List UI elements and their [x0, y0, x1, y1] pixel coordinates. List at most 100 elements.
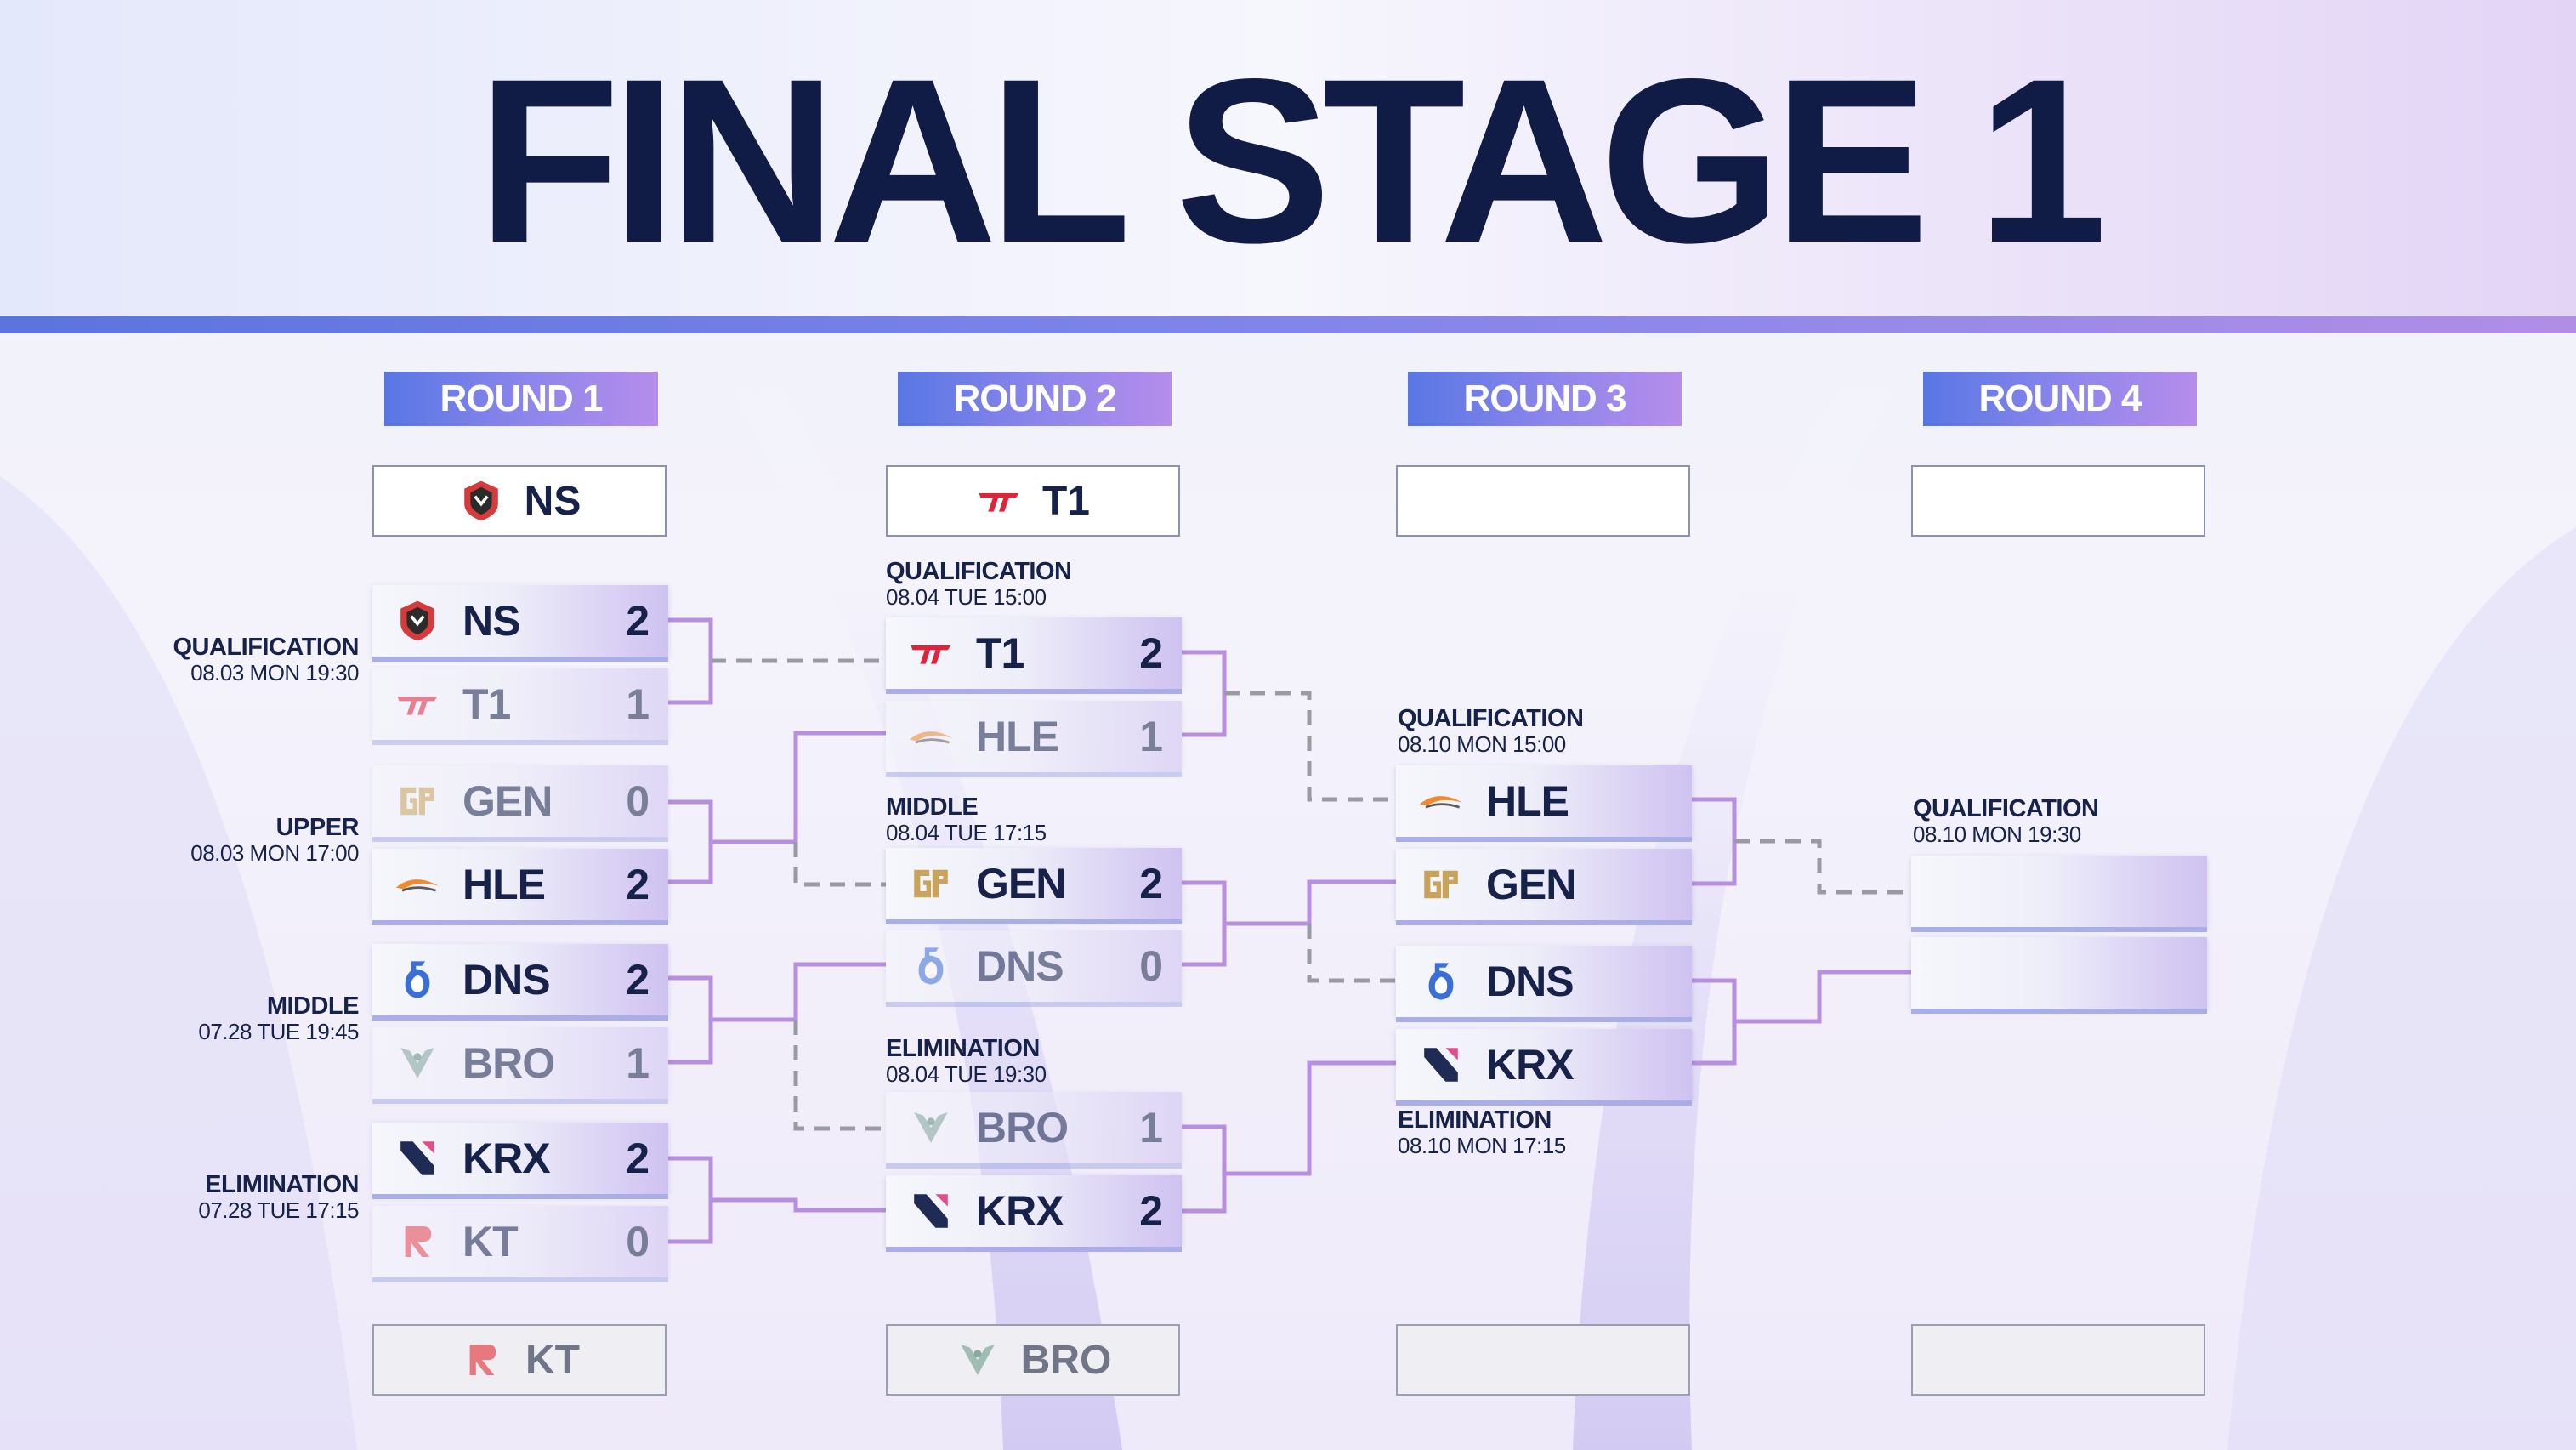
- r2-qualification-label: QUALIFICATION 08.04 TUE 15:00: [886, 558, 1072, 610]
- round-1-header: ROUND 1: [384, 372, 658, 426]
- t1-logo-icon: [979, 493, 1019, 512]
- round-2-header: ROUND 2: [898, 372, 1172, 426]
- r3-elimination-team-2[interactable]: KRX: [1396, 1029, 1692, 1100]
- round-1-bottom-team-name: KT: [525, 1337, 580, 1383]
- r2-elimination-label: ELIMINATION 08.04 TUE 19:30: [886, 1035, 1047, 1087]
- r1-middle-team-2[interactable]: BRO 1: [372, 1027, 668, 1099]
- ns-logo-icon: [400, 600, 434, 641]
- r2-qualification-team-1[interactable]: T1 2: [886, 617, 1182, 689]
- team-score: 0: [1139, 942, 1163, 990]
- gen-logo-icon: [1424, 870, 1458, 899]
- round-4-header: ROUND 4: [1923, 372, 2197, 426]
- team-score: 2: [626, 597, 650, 645]
- team-score: 2: [626, 861, 650, 908]
- team-score: 1: [1139, 713, 1163, 760]
- team-name: HLE: [976, 713, 1059, 760]
- kt-logo-icon: [405, 1226, 432, 1257]
- bro-logo-icon: [960, 1345, 995, 1375]
- round-3-header: ROUND 3: [1408, 372, 1682, 426]
- r2-qualification-team-2[interactable]: HLE 1: [886, 701, 1182, 772]
- team-name: GEN: [1486, 861, 1576, 908]
- team-score: 2: [626, 956, 650, 1004]
- team-name: BRO: [462, 1039, 555, 1087]
- r2-middle-label: MIDDLE 08.04 TUE 17:15: [886, 793, 1047, 845]
- team-score: 0: [626, 1218, 650, 1265]
- t1-logo-icon: [911, 645, 951, 664]
- r2-elimination-team-2[interactable]: KRX 2: [886, 1175, 1182, 1247]
- kt-logo-icon: [469, 1345, 496, 1375]
- r1-qualification-team-2[interactable]: T1 1: [372, 668, 668, 740]
- round-3-top-result: [1396, 465, 1690, 537]
- r1-upper-team-2[interactable]: HLE 2: [372, 849, 668, 920]
- team-score: 0: [626, 777, 650, 825]
- r1-middle-label: MIDDLE 07.28 TUE 19:45: [198, 992, 359, 1044]
- gen-logo-icon: [914, 869, 948, 898]
- round-1-top-team-name: NS: [524, 478, 582, 524]
- team-score: 1: [626, 680, 650, 728]
- team-score: 2: [1139, 629, 1163, 677]
- round-1-top-result: NS: [372, 465, 667, 537]
- team-name: T1: [976, 629, 1024, 677]
- round-3-bottom-result: [1396, 1324, 1690, 1396]
- team-name: GEN: [462, 777, 553, 825]
- r4-qualification-team-2[interactable]: [1911, 937, 2207, 1009]
- krx-logo-icon: [914, 1194, 948, 1228]
- r1-upper-label: UPPER 08.03 MON 17:00: [190, 814, 359, 866]
- team-score: 1: [1139, 1104, 1163, 1151]
- r3-qualification-team-1[interactable]: HLE: [1396, 765, 1692, 837]
- team-score: 2: [1139, 1187, 1163, 1235]
- round-2-top-team-name: T1: [1041, 478, 1090, 524]
- r1-qualification-team-1[interactable]: NS 2: [372, 585, 668, 657]
- team-score: 2: [1139, 860, 1163, 907]
- team-name: DNS: [976, 942, 1064, 990]
- bro-logo-icon: [400, 1048, 434, 1078]
- team-name: DNS: [1486, 958, 1575, 1005]
- round-1-bottom-result: KT: [372, 1324, 667, 1396]
- r2-middle-team-1[interactable]: GEN 2: [886, 848, 1182, 919]
- team-score: 2: [626, 1134, 650, 1182]
- round-2-top-result: T1: [886, 465, 1180, 537]
- dns-logo-icon: [1428, 963, 1454, 1000]
- gen-logo-icon: [400, 787, 434, 816]
- team-score: 1: [626, 1039, 650, 1087]
- round-4-top-result: [1911, 465, 2205, 537]
- r3-qualification-team-2[interactable]: GEN: [1396, 849, 1692, 920]
- round-2-bottom-result: BRO: [886, 1324, 1180, 1396]
- hle-logo-icon: [909, 731, 953, 744]
- r4-qualification-team-1[interactable]: [1911, 856, 2207, 927]
- r2-elimination-team-1[interactable]: BRO 1: [886, 1092, 1182, 1163]
- team-name: DNS: [462, 956, 551, 1004]
- team-name: NS: [462, 597, 520, 645]
- r1-elimination-team-2[interactable]: KT 0: [372, 1206, 668, 1277]
- bro-logo-icon: [914, 1112, 948, 1143]
- team-name: KRX: [976, 1187, 1064, 1235]
- team-name: BRO: [976, 1104, 1069, 1151]
- r1-qualification-label: QUALIFICATION 08.03 MON 19:30: [173, 634, 360, 685]
- r3-elimination-team-1[interactable]: DNS: [1396, 946, 1692, 1017]
- team-name: GEN: [976, 860, 1066, 907]
- r3-qualification-label: QUALIFICATION 08.10 MON 15:00: [1398, 705, 1584, 757]
- r2-middle-team-2[interactable]: DNS 0: [886, 930, 1182, 1002]
- r1-elimination-label: ELIMINATION 07.28 TUE 17:15: [198, 1171, 359, 1223]
- dns-logo-icon: [405, 961, 430, 998]
- round-2-bottom-team-name: BRO: [1020, 1337, 1112, 1383]
- r1-upper-team-1[interactable]: GEN 0: [372, 765, 668, 837]
- team-name: HLE: [462, 861, 546, 908]
- team-name: KT: [462, 1218, 519, 1265]
- round-4-bottom-result: [1911, 1324, 2205, 1396]
- dns-logo-icon: [918, 947, 944, 985]
- hle-logo-icon: [1419, 796, 1463, 809]
- r1-middle-team-1[interactable]: DNS 2: [372, 944, 668, 1015]
- r4-qualification-label: QUALIFICATION 08.10 MON 19:30: [1913, 795, 2099, 847]
- page-title: FINAL STAGE 1: [477, 31, 2107, 292]
- r3-elimination-label: ELIMINATION 08.10 MON 17:15: [1398, 1106, 1566, 1158]
- t1-logo-icon: [397, 697, 438, 715]
- krx-logo-icon: [1424, 1048, 1458, 1082]
- title-underline-bar: [0, 316, 2576, 333]
- team-name: KRX: [462, 1134, 551, 1182]
- r1-elimination-team-1[interactable]: KRX 2: [372, 1123, 668, 1194]
- hle-logo-icon: [395, 879, 440, 892]
- krx-logo-icon: [400, 1141, 434, 1175]
- ns-logo-icon: [463, 480, 498, 521]
